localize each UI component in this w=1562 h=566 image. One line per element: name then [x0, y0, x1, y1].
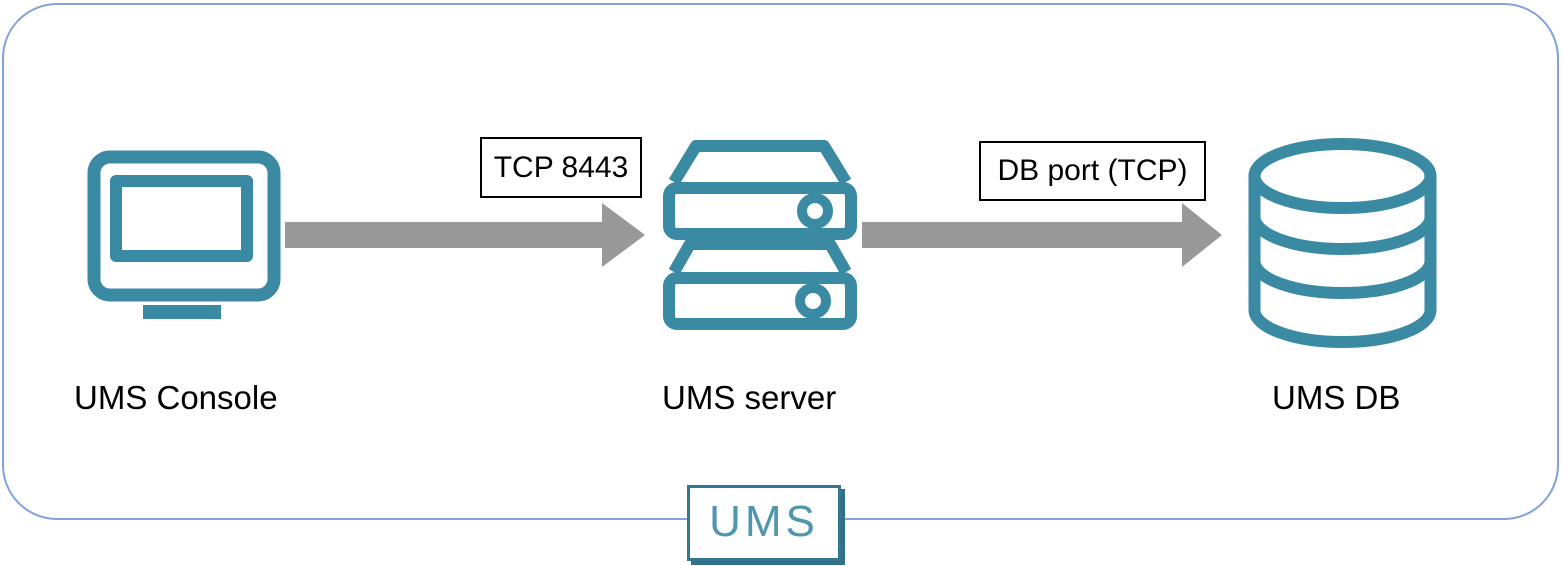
- node-label-ums-db: UMS DB: [1272, 379, 1401, 416]
- server-stack-icon: [663, 140, 857, 330]
- node-label-ums-console: UMS Console: [74, 379, 278, 416]
- connection-label-text: DB port (TCP): [997, 154, 1188, 187]
- monitor-icon-strokes: [87, 150, 281, 302]
- connection-label-db-port: DB port (TCP): [979, 141, 1206, 201]
- server-icon-strokes: [663, 140, 857, 330]
- node-label-ums-server: UMS server: [662, 379, 837, 416]
- arrow-right-icon: [285, 203, 645, 267]
- arrow-console-to-server: [285, 203, 645, 267]
- database-icon-strokes: [1248, 138, 1437, 348]
- arrow-server-to-db: [862, 203, 1222, 267]
- ums-logo-badge: UMS: [687, 485, 841, 561]
- arrow-right-icon: [862, 203, 1222, 267]
- database-icon: [1248, 138, 1437, 348]
- connection-label-tcp-8443: TCP 8443: [480, 137, 642, 198]
- ums-logo-text: UMS: [709, 497, 819, 546]
- monitor-base-bar: [143, 305, 221, 319]
- monitor-icon: [87, 150, 281, 319]
- connection-label-text: TCP 8443: [493, 150, 629, 184]
